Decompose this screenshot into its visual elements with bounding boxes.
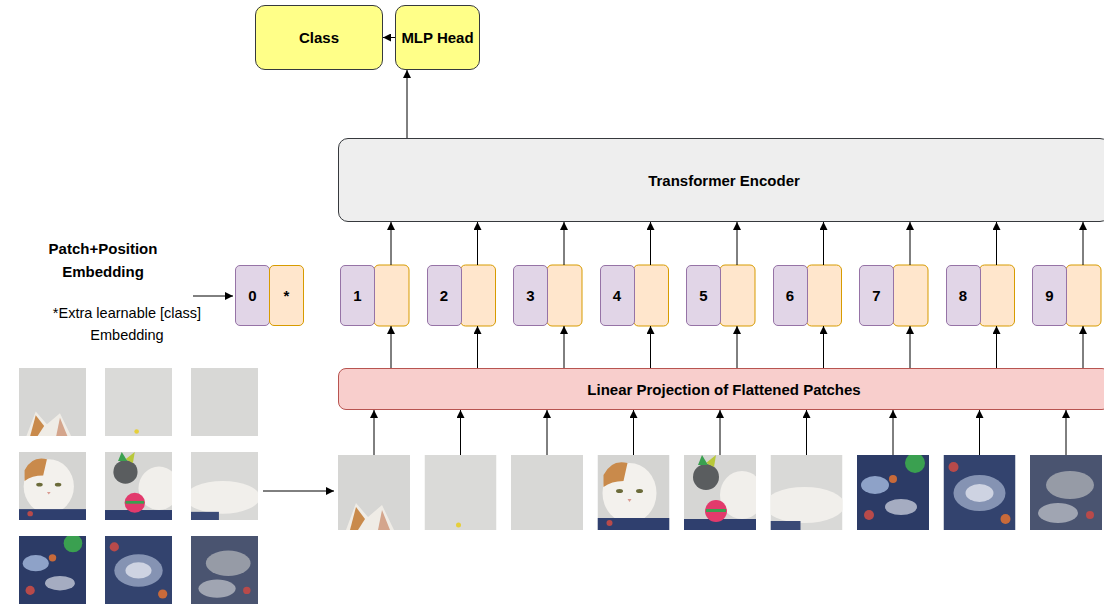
flow-arrow: [806, 410, 807, 455]
patch-embedding: [634, 265, 669, 326]
position-embedding: 6: [773, 265, 808, 326]
box-label: 9: [1045, 287, 1053, 304]
output-box: MLP Head: [395, 5, 480, 70]
box-label: 6: [786, 287, 794, 304]
image-patch: [944, 455, 1016, 530]
flow-arrow: [407, 70, 408, 138]
flow-arrow: [720, 410, 721, 455]
box-label: 8: [959, 287, 967, 304]
flow-arrow: [910, 326, 911, 368]
flow-arrow: [650, 326, 651, 368]
flow-arrow: [996, 222, 997, 265]
patch-embedding: [720, 265, 755, 326]
image-patch: [191, 536, 258, 604]
box-label: Class: [299, 29, 339, 46]
flow-arrow: [823, 222, 824, 265]
patch-embedding: [980, 265, 1015, 326]
image-patch: [19, 534, 86, 604]
position-embedding: 0: [235, 265, 270, 326]
image-patch: [105, 536, 172, 604]
flow-arrow: [263, 491, 334, 492]
encoder-block: Transformer Encoder: [338, 138, 1104, 222]
box-label: 1: [353, 287, 361, 304]
patch-embedding: [893, 265, 928, 326]
box-label: *: [284, 287, 290, 304]
flow-arrow: [391, 326, 392, 368]
patch-embedding: [374, 265, 409, 326]
patch-embedding: [461, 265, 496, 326]
position-embedding: 8: [946, 265, 981, 326]
image-patch: [765, 455, 845, 530]
flow-arrow: [737, 326, 738, 368]
flow-arrow: [1083, 222, 1084, 265]
flow-arrow: [979, 410, 980, 455]
box-label: 4: [613, 287, 621, 304]
position-embedding: 4: [600, 265, 635, 326]
image-patch: [105, 368, 172, 436]
box-label: 0: [248, 287, 256, 304]
box-label: MLP Head: [401, 29, 473, 46]
box-label: 3: [526, 287, 534, 304]
class-embedding: *: [269, 265, 304, 326]
image-patch: [511, 455, 583, 530]
image-patch: [19, 368, 86, 436]
patch-embedding: [1066, 265, 1101, 326]
output-box: Class: [255, 5, 383, 70]
position-embedding: 3: [513, 265, 548, 326]
flow-arrow: [633, 410, 634, 455]
box-label: 2: [440, 287, 448, 304]
image-patch: [1030, 455, 1102, 530]
patch-embedding: [547, 265, 582, 326]
position-embedding: 7: [859, 265, 894, 326]
position-embedding: 5: [686, 265, 721, 326]
image-patch: [19, 452, 86, 520]
image-patch: [185, 452, 259, 520]
footnote-label: *Extra learnable [class] Embedding: [52, 303, 202, 347]
position-embedding: 1: [340, 265, 375, 326]
flow-arrow: [650, 222, 651, 265]
flow-arrow: [564, 326, 565, 368]
position-embedding: 2: [427, 265, 462, 326]
box-label: Transformer Encoder: [648, 172, 800, 189]
flow-arrow: [893, 410, 894, 455]
flow-arrow: [460, 410, 461, 455]
image-patch: [857, 453, 929, 530]
flow-arrow: [910, 222, 911, 265]
box-label: 7: [872, 287, 880, 304]
flow-arrow: [737, 222, 738, 265]
patch-embedding: [807, 265, 842, 326]
section-label: Patch+Position Embedding: [8, 238, 198, 283]
flow-arrow: [996, 326, 997, 368]
flow-arrow: [477, 222, 478, 265]
image-patch: [684, 455, 764, 530]
flow-arrow: [1083, 326, 1084, 368]
box-label: Linear Projection of Flattened Patches: [587, 381, 860, 398]
flow-arrow: [374, 410, 375, 455]
image-patch: [105, 452, 179, 520]
flow-arrow: [477, 326, 478, 368]
image-patch: [338, 455, 410, 530]
flow-arrow: [823, 326, 824, 368]
position-embedding: 9: [1032, 265, 1067, 326]
image-patch: [191, 368, 258, 436]
flow-arrow: [564, 222, 565, 265]
box-label: 5: [699, 287, 707, 304]
image-patch: [425, 455, 497, 530]
flow-arrow: [391, 222, 392, 265]
flow-arrow: [547, 410, 548, 455]
image-patch: [598, 455, 670, 530]
pointer-arrow: [193, 296, 233, 297]
projection-block: Linear Projection of Flattened Patches: [338, 368, 1104, 410]
flow-arrow: [1066, 410, 1067, 455]
flow-arrow: [383, 37, 395, 38]
